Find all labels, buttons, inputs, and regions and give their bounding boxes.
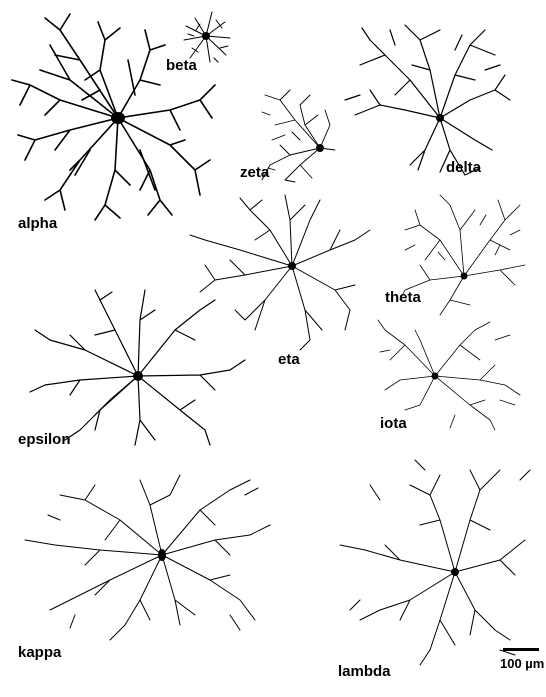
scale-bar-label: 100 µm — [500, 656, 545, 671]
label-theta: theta — [385, 289, 421, 306]
label-epsilon: epsilon — [18, 431, 71, 448]
label-lambda: lambda — [338, 663, 391, 680]
zeta-neuron — [261, 89, 336, 183]
eta-neuron — [189, 194, 371, 351]
scale-bar — [503, 648, 539, 651]
iota-neuron — [377, 319, 521, 431]
label-beta: beta — [166, 57, 197, 74]
epsilon-neuron — [29, 289, 246, 446]
label-eta: eta — [278, 351, 300, 368]
label-kappa: kappa — [18, 644, 62, 661]
alpha-neuron — [11, 13, 216, 221]
label-alpha: alpha — [18, 215, 58, 232]
label-zeta: zeta — [240, 164, 270, 181]
delta-neuron — [344, 24, 511, 176]
label-delta: delta — [446, 159, 482, 176]
beta-neuron — [183, 11, 231, 63]
lambda-neuron — [339, 459, 531, 666]
label-iota: iota — [380, 415, 407, 432]
kappa-neuron — [24, 474, 271, 641]
theta-neuron — [399, 194, 526, 316]
